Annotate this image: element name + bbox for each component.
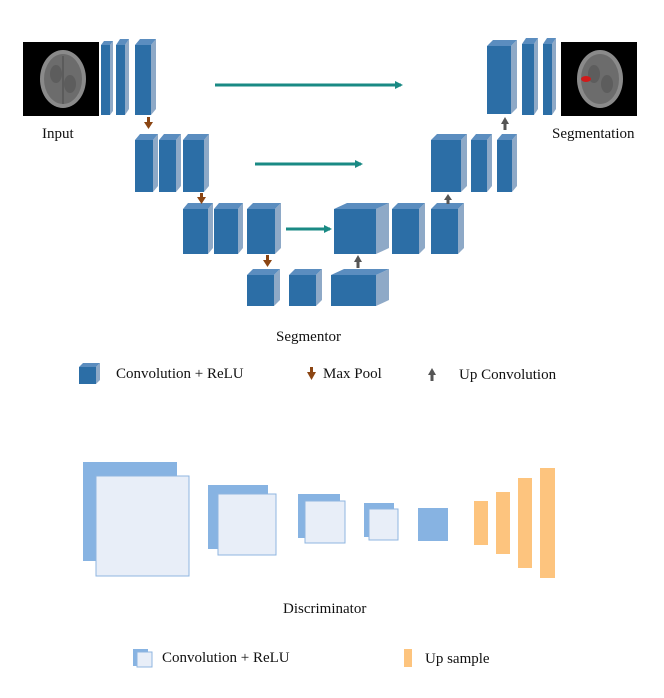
disc-conv-block-5 <box>418 508 448 541</box>
conv-relu-legend-icon <box>79 363 100 384</box>
upsample-legend-icon <box>404 649 412 667</box>
upsample-bar <box>496 492 510 554</box>
conv-block <box>431 134 467 192</box>
segmentation-mri-image <box>561 42 637 116</box>
discriminator-network <box>83 462 555 578</box>
conv-block <box>543 38 556 115</box>
conv-block <box>497 134 517 192</box>
segmentation-label: Segmentation <box>552 126 635 142</box>
max-pool-legend-label: Max Pool <box>323 366 382 382</box>
conv-block <box>289 269 322 306</box>
max-pool-arrow <box>144 117 153 129</box>
conv-block <box>334 203 389 254</box>
up-conv-arrow <box>354 255 362 268</box>
conv-block <box>487 40 517 114</box>
up-conv-arrow <box>501 117 509 130</box>
conv-block <box>135 134 158 192</box>
discriminator-title: Discriminator <box>283 601 367 617</box>
disc-conv-block-1 <box>83 462 190 577</box>
segmentor-network <box>23 38 637 306</box>
max-pool-legend-icon <box>307 367 316 380</box>
conv-block <box>392 203 425 254</box>
max-pool-arrow <box>263 255 272 267</box>
disc-conv-block-2 <box>208 485 277 556</box>
decoder-level-1 <box>487 38 556 115</box>
up-conv-legend-icon <box>428 368 436 381</box>
conv-block <box>135 39 156 115</box>
bottleneck <box>247 269 389 306</box>
segmentor-legend-icons <box>79 363 436 384</box>
conv-block <box>522 38 538 115</box>
skip-connections <box>215 81 403 233</box>
decoder-level-2 <box>431 134 517 192</box>
upsample-bar <box>518 478 532 568</box>
up-conv-arrow <box>444 194 452 204</box>
up-conv-arrows <box>354 117 509 268</box>
upsample-bar <box>474 501 488 545</box>
upsample-bar <box>540 468 555 578</box>
segmentor-title: Segmentor <box>276 329 341 345</box>
conv-block <box>431 203 464 254</box>
conv-block <box>247 269 280 306</box>
lesion-mask <box>581 76 591 82</box>
encoder-level-1 <box>101 39 156 115</box>
disc-upsample-bars <box>474 468 555 578</box>
conv-block <box>214 203 243 254</box>
disc-conv-relu-legend-label: Convolution + ReLU <box>162 650 290 666</box>
disc-conv-block-3 <box>298 494 346 544</box>
input-mri-image <box>23 42 99 116</box>
conv-block <box>183 134 209 192</box>
upsample-legend-label: Up sample <box>425 651 490 667</box>
conv-block <box>331 269 389 306</box>
max-pool-arrow <box>197 193 206 204</box>
encoder-level-2 <box>135 134 209 192</box>
disc-conv-block-4 <box>364 503 399 541</box>
conv-block <box>471 134 492 192</box>
discriminator-legend-icons <box>133 649 412 668</box>
disc-conv-relu-legend-icon <box>133 649 153 668</box>
conv-block <box>183 203 213 254</box>
up-conv-legend-label: Up Convolution <box>459 367 557 383</box>
encoder-level-3 <box>183 203 281 254</box>
conv-block <box>116 39 129 115</box>
decoder-level-3 <box>334 203 464 254</box>
conv-block <box>159 134 181 192</box>
input-label: Input <box>42 126 74 142</box>
conv-relu-legend-label: Convolution + ReLU <box>116 366 244 382</box>
max-pool-arrows <box>144 117 272 267</box>
conv-block <box>247 203 281 254</box>
conv-block <box>101 41 113 115</box>
